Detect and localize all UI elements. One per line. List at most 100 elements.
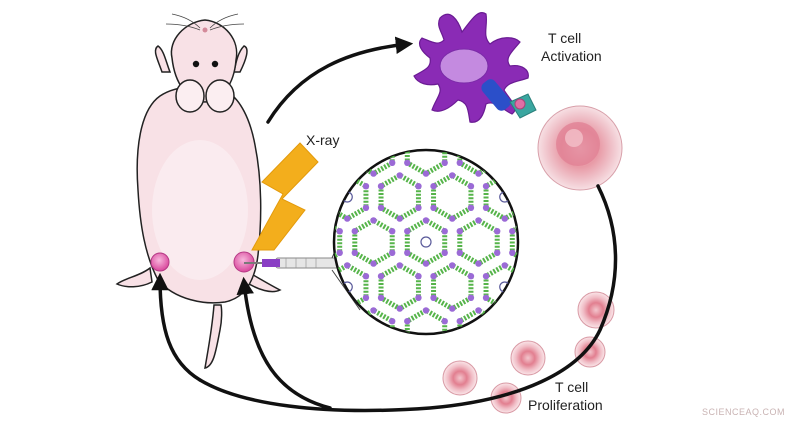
drug-molecule [420,236,432,248]
mof-node [441,249,448,256]
mouse-eye-right [211,60,219,68]
mof-node [404,138,410,144]
mof-node [389,138,395,144]
mof-node [351,318,358,325]
zoom-line-bottom [331,269,361,311]
mof-node [501,305,508,312]
mof-node [352,340,358,346]
mof-node [362,273,370,280]
mof-node [494,138,500,144]
mof-node [456,249,463,256]
mof-node [456,159,463,166]
arrow-to-activation [266,36,414,124]
mof-node [389,228,396,235]
small-t-cell [574,336,606,368]
mof-node [547,228,553,234]
mof-node [389,340,395,346]
mof-node [415,294,422,301]
mof-node [475,127,481,133]
drug-molecule [367,150,380,158]
mof-node [389,318,396,325]
mof-node [404,249,411,256]
syringe-icon [244,257,339,269]
mof-node [422,260,430,267]
mof-node [467,183,475,190]
mof-node [422,307,430,314]
mof-node [494,318,501,325]
mof-node [370,217,377,224]
mof-node [325,295,331,301]
label-proliferation-line2: Proliferation [528,397,603,413]
mof-node [520,205,526,211]
mof-node [362,183,370,190]
mof-node [475,307,482,314]
mof-node [370,127,376,133]
mof-node [501,172,508,179]
mof-node [501,215,508,222]
mof-node [467,294,475,301]
mof-node [467,273,475,280]
mof-node [344,262,351,269]
mof-node [351,228,358,235]
label-proliferation-line1: T cell [555,379,589,395]
mof-node [430,183,437,190]
mof-node [475,350,481,356]
mof-node [482,183,490,190]
arrow-proliferation-loop [198,184,618,413]
arrow-to-right-tumor [236,276,332,410]
mof-node [389,249,396,256]
mof-node [370,170,377,177]
mof-node [449,305,456,312]
mof-node [325,273,331,279]
mof-node [377,204,385,211]
mof-node [475,217,482,224]
mof-node [520,183,526,189]
mof-node [494,228,501,235]
label-activation-line1: T cell [548,30,582,46]
mof-node [404,318,411,325]
mof-node [336,249,343,256]
mof-node [482,273,490,280]
mof-node [318,217,324,223]
lightning-icon [251,142,319,251]
label-xray: X-ray [306,132,340,148]
mof-node [456,318,463,325]
mof-node [430,204,437,211]
mof-node [377,183,385,190]
mof-node [430,294,437,301]
mof-node [423,127,429,133]
small-t-cell [510,340,546,376]
mof-node [370,307,377,314]
mof-node [404,228,411,235]
mof-node [299,228,305,234]
mof-node [457,340,463,346]
mof-node [520,295,526,301]
mof-node [415,204,422,211]
mof-node [430,273,437,280]
mof-node [494,249,501,256]
mof-node [299,250,305,256]
drug-molecule [472,326,485,334]
mof-node [475,260,482,267]
mouse-eye-left [192,60,200,68]
mof-node [456,228,463,235]
mof-node [344,172,351,179]
mof-node [344,215,351,222]
mof-node [325,183,331,189]
mof-framework-icon [299,127,553,356]
mof-node [370,260,377,267]
mof-node [396,262,403,269]
mof-node [344,305,351,312]
mof-node [449,215,456,222]
mof-node [509,228,516,235]
mof-node [528,217,534,223]
mof-node [389,159,396,166]
mof-node [442,340,448,346]
mof-node [362,294,370,301]
mof-node [404,340,410,346]
mof-node [423,350,429,356]
mof-node [494,159,501,166]
whiskers [165,13,245,31]
mouse-nose [202,27,208,33]
mof-node [396,215,403,222]
